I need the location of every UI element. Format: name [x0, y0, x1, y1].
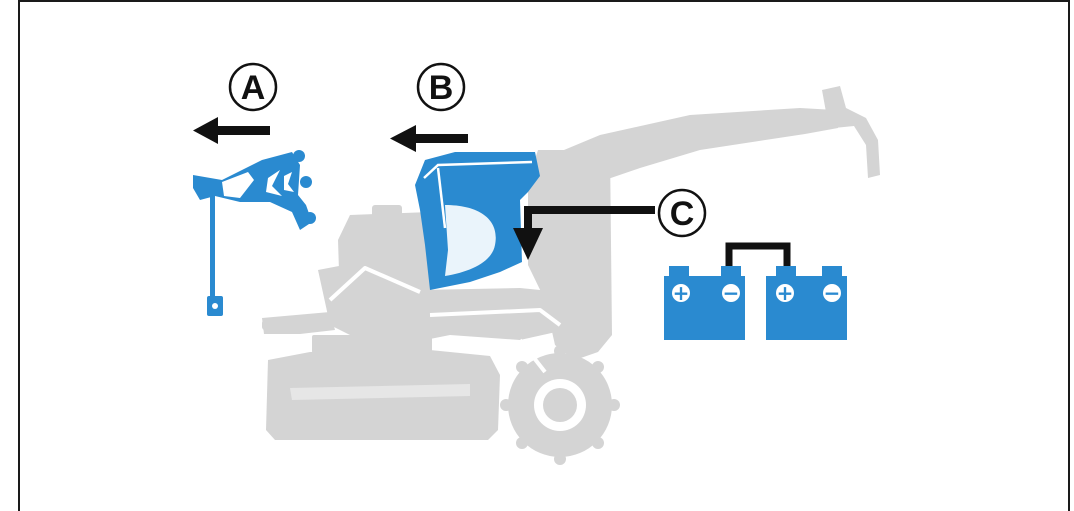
handlebar-column: [540, 108, 838, 190]
arrow-a-left: [193, 117, 270, 144]
callout-b: B: [416, 62, 466, 112]
part-a-bracket-body: [193, 152, 312, 230]
battery-left-minus-terminal: −: [723, 281, 740, 305]
part-b-hood-cover: [415, 152, 540, 290]
chassis-frame: [318, 262, 575, 345]
callout-a: A: [228, 62, 278, 112]
battery-left-plus-terminal: +: [673, 281, 690, 305]
battery-right: + −: [766, 266, 847, 340]
battery-jumper-link: [725, 242, 791, 270]
part-a-bracket: [193, 150, 316, 316]
machine-outline-details: [328, 266, 562, 374]
arrow-c-down: [513, 206, 655, 260]
callout-a-letter: A: [241, 69, 266, 107]
front-deck: [312, 335, 432, 353]
machine-silhouette: [262, 86, 880, 465]
battery-right-plus-terminal: +: [777, 281, 794, 305]
figure-frame: [18, 0, 1070, 511]
callout-b-letter: B: [429, 69, 454, 107]
battery-right-minus-terminal: −: [824, 281, 841, 305]
callout-c-letter: C: [670, 195, 695, 233]
callout-c: C: [657, 188, 707, 238]
arrow-b-left: [390, 125, 468, 152]
handlebar-grip: [822, 86, 880, 178]
battery-left: + −: [664, 266, 745, 340]
